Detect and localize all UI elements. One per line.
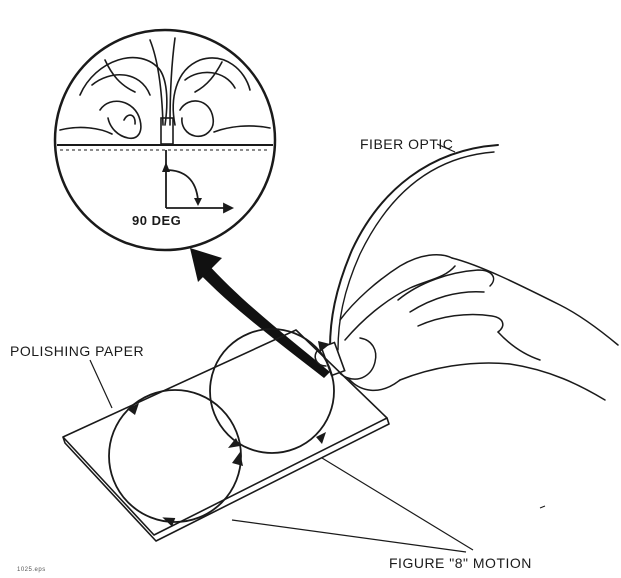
fiber-optic-label: FIBER OPTIC [360, 136, 453, 152]
polishing-paper-label: POLISHING PAPER [10, 343, 144, 359]
magnification-arrow [190, 248, 330, 378]
motion-circle-right [210, 329, 334, 453]
angle-label: 90 DEG [132, 213, 181, 228]
file-name-label: 1025.eps [17, 567, 46, 573]
polishing-paper-leader [90, 360, 112, 408]
figure-motion-leader-1 [322, 458, 473, 550]
hand [315, 255, 618, 400]
fiber-optic-cable [330, 145, 498, 350]
figure-motion-label: FIGURE "8" MOTION [389, 555, 532, 571]
